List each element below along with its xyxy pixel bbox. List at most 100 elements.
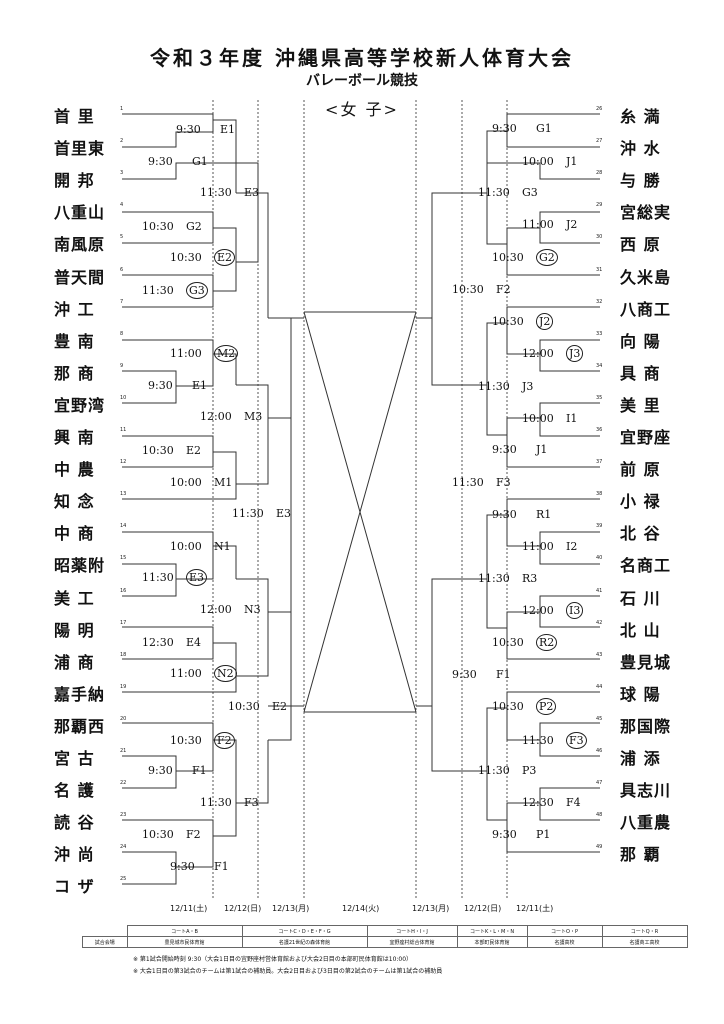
slot-number: 9 (120, 362, 124, 369)
team-name: 美 工 (54, 588, 95, 608)
match-time: 10:30 (142, 220, 174, 233)
match-time: 9:30 (452, 668, 477, 681)
match-time: 10:30 (142, 444, 174, 457)
slot-number: 15 (120, 555, 127, 562)
slot-number: 36 (596, 427, 603, 433)
team-name: 陽 明 (54, 620, 95, 640)
slot-number: 37 (596, 459, 603, 466)
team-name: 開 邦 (54, 171, 95, 191)
court-code: M2 (214, 345, 239, 362)
court-code: I2 (566, 540, 578, 553)
slot-number: 8 (120, 330, 124, 337)
team-name: 八重農 (620, 813, 672, 833)
court-label: コートO・P (526, 925, 603, 937)
match-time: 9:30 (148, 379, 173, 392)
court-code: E2 (214, 249, 236, 266)
match-time: 11:30 (142, 284, 174, 297)
match-time: 12:30 (142, 636, 174, 649)
slot-number: 44 (596, 683, 603, 690)
court-code: E2 (272, 700, 288, 713)
court-code: J3 (522, 380, 534, 393)
match-time: 9:30 (492, 122, 517, 135)
court-code: G1 (536, 122, 552, 135)
court-code: N1 (214, 540, 231, 553)
match-time: 10:30 (492, 251, 524, 264)
slot-number: 28 (596, 170, 603, 177)
team-name: 那 商 (54, 363, 95, 383)
slot-number: 39 (596, 523, 603, 530)
date-label: 12/13(月) (272, 904, 310, 913)
team-name: 沖 水 (620, 139, 661, 159)
match-time: 11:30 (200, 796, 232, 809)
team-name: 八重山 (54, 203, 106, 223)
team-name: 那国際 (620, 716, 672, 736)
court-label: コートC・D・E・F・G (241, 925, 368, 937)
slot-number: 31 (596, 266, 603, 273)
match-time: 11:00 (170, 667, 202, 680)
match-time: 10:00 (170, 540, 202, 553)
match-time: 12:30 (522, 796, 554, 809)
slot-number: 24 (120, 844, 127, 851)
team-name: 北 谷 (620, 524, 661, 544)
date-label: 12/13(月) (412, 904, 450, 913)
team-name: 宮 古 (54, 749, 95, 768)
match-time: 11:30 (478, 380, 510, 393)
court-code: F1 (192, 764, 207, 777)
slot-number: 2 (120, 138, 124, 145)
team-name: 具 商 (620, 363, 661, 383)
court-code: F3 (566, 732, 587, 749)
slot-number: 46 (596, 748, 603, 754)
slot-number: 16 (120, 587, 127, 594)
match-time: 10:00 (522, 155, 554, 168)
page-subtitle: バレーボール競技 (306, 73, 418, 89)
match-time: 9:30 (492, 443, 517, 456)
court-label: コートA・B (126, 925, 243, 937)
match-time: 11:30 (478, 764, 510, 777)
team-name: 石 川 (620, 588, 661, 608)
team-name: 名 護 (54, 781, 95, 801)
court-code: N3 (244, 603, 261, 616)
slot-number: 20 (120, 715, 127, 722)
match-time: 10:30 (492, 315, 524, 328)
match-time: 10:00 (522, 412, 554, 425)
court-code: F3 (496, 476, 511, 489)
slot-number: 19 (120, 683, 127, 690)
team-name: 宜野座 (620, 428, 672, 447)
match-time: 11:30 (232, 507, 264, 520)
court-code: I3 (566, 602, 584, 619)
match-time: 10:30 (170, 251, 202, 264)
court-code: G3 (522, 186, 538, 199)
team-name: 那覇西 (54, 716, 106, 736)
slot-number: 21 (120, 748, 127, 754)
date-label: 12/14(火) (342, 904, 380, 913)
court-code: G2 (536, 249, 558, 266)
venue-name: 本部町民体育館 (456, 936, 528, 948)
court-code: R3 (522, 572, 538, 585)
slot-number: 3 (120, 170, 124, 177)
team-name: 与 勝 (620, 171, 661, 191)
venue-name: 豊見城市民体育館 (126, 936, 243, 948)
court-code: G2 (186, 220, 202, 233)
venue-name: 名護商工高校 (601, 936, 688, 948)
court-code: F4 (566, 796, 581, 809)
slot-number: 34 (596, 362, 603, 369)
slot-number: 27 (596, 138, 603, 145)
venue-table: コートA・B コートC・D・E・F・G コートH・I・J コートK・L・M・N … (82, 925, 688, 948)
court-code: M3 (244, 410, 263, 423)
team-name: 向 陽 (620, 331, 661, 351)
slot-number: 4 (120, 202, 124, 209)
match-time: 11:30 (200, 186, 232, 199)
court-code: E3 (186, 569, 208, 586)
slot-number: 32 (596, 298, 603, 305)
team-name: 普天間 (54, 267, 106, 287)
venue-name: 名護高校 (526, 936, 603, 948)
slot-number: 18 (120, 651, 127, 658)
match-time: 11:30 (452, 476, 484, 489)
team-name: 宮総実 (620, 203, 672, 223)
team-name: 興 南 (54, 428, 95, 447)
match-time: 12:00 (200, 603, 232, 616)
slot-number: 33 (596, 330, 603, 337)
slot-number: 43 (596, 651, 603, 658)
court-code: J3 (566, 345, 584, 362)
